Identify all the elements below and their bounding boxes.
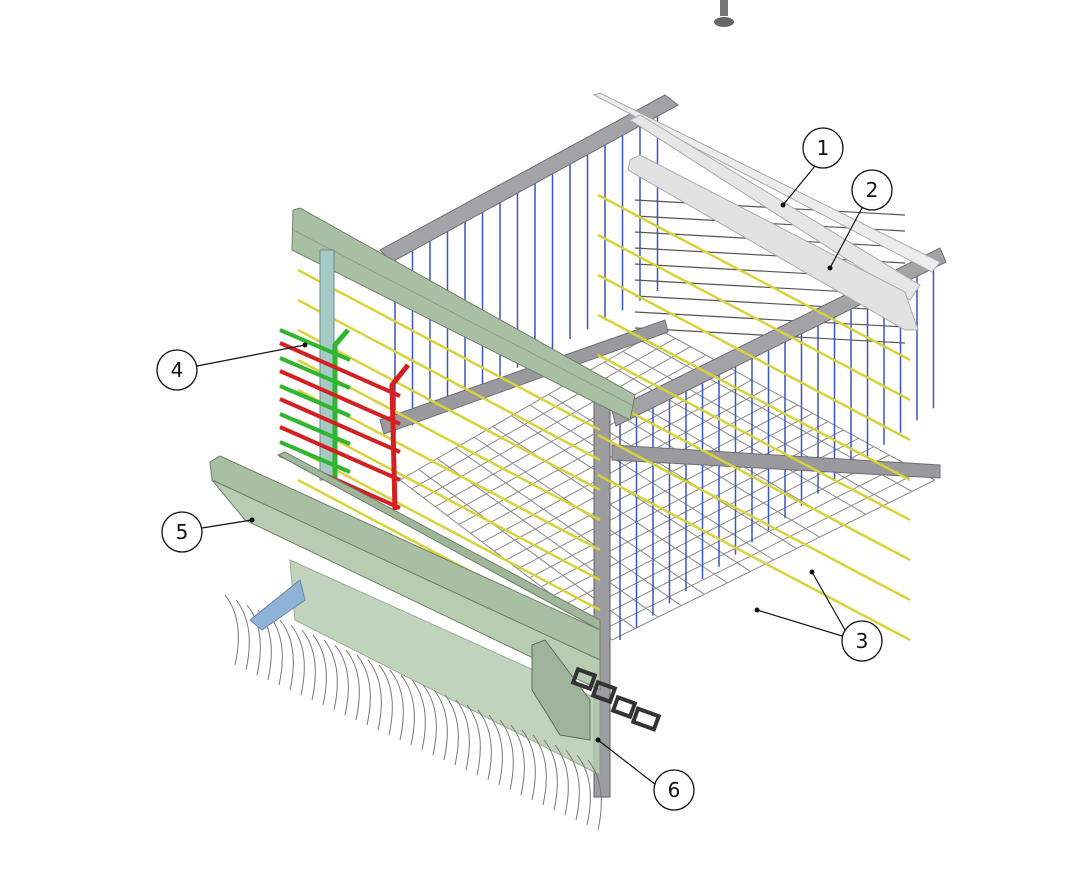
tray-wire [433,689,448,761]
door-bar [279,425,401,482]
tray-wire [334,644,349,716]
door-bar [279,384,351,418]
callout-5: 5 [161,511,203,553]
floor-wire [470,379,752,534]
floor-wire [599,471,920,632]
floor-wire [399,329,661,481]
door-bar [279,369,401,426]
tray-wire [466,704,481,776]
tray-wire [290,624,305,696]
tray-wire [576,754,591,826]
tray-wire [444,694,459,766]
tray-wire [521,729,536,801]
rod [597,393,911,562]
tray-wire [422,684,437,756]
tray-wire [565,749,580,821]
foot-part [714,0,734,27]
rod [597,273,911,442]
rod [297,418,601,582]
rod [597,433,911,602]
tray-wire [378,664,393,736]
tray-wire [499,719,514,791]
tray-wire [543,739,558,811]
bracket-part-6 [531,639,662,741]
floor-wire [611,479,936,641]
tray-wire [301,629,316,701]
tray-wire [587,759,602,831]
door-bar [279,397,401,454]
rod [297,268,601,432]
bottom-back-beam [379,319,669,435]
tray-wire [455,699,470,771]
floor-wire [517,412,814,570]
yellow-rods [297,193,911,642]
svg-text:6: 6 [668,778,681,802]
svg-text:2: 2 [866,178,879,202]
tray-wire [389,669,404,741]
svg-text:1: 1 [817,136,830,160]
tray-wire [235,599,250,671]
floor-wire [423,346,691,499]
partition-wire [634,311,906,328]
tray-wire [477,709,492,781]
tray-wire [400,674,415,746]
svg-text:4: 4 [171,358,184,382]
svg-text:5: 5 [176,520,189,544]
floor-wire [411,337,676,490]
leader-lines [196,165,863,786]
rail-2 [627,154,919,331]
tray-wire [411,679,426,751]
tray-wire [312,634,327,706]
feeder-door [279,328,410,511]
tray-wire [224,594,239,666]
rod [597,473,911,642]
tray-wire [345,649,360,721]
partition-wire [634,295,906,312]
rod [597,233,911,402]
floor-wire [435,354,707,508]
tray-wire [367,659,382,731]
door-bar [279,341,401,398]
floor-wire [529,421,829,579]
rod [297,298,601,462]
callout-2: 2 [851,169,893,211]
rod [297,448,601,612]
floor-wire [493,396,783,552]
rail-1 [592,92,941,273]
rod [597,193,911,362]
callout-4: 4 [156,349,198,391]
door-bar [279,412,351,446]
callout-3: 3 [841,620,883,662]
rod [597,313,911,482]
top-rails [592,92,941,331]
tray-wire [323,639,338,711]
floor-wire [576,454,890,614]
tray-wire [532,734,547,806]
floor-wire [505,404,798,561]
tray-wire [279,619,294,691]
rod [297,328,601,492]
door-bar [279,356,351,390]
tray-wire [246,604,261,676]
tray-wire [510,724,525,796]
bottom-right-beam [611,444,941,479]
callout-1: 1 [802,127,844,169]
svg-text:3: 3 [856,629,869,653]
tray-bracket [249,579,306,631]
tray-wire [488,714,503,786]
callout-6: 6 [653,769,695,811]
door-bar [279,328,351,362]
door-bar [279,440,351,474]
rod [597,353,911,522]
tray-wire [554,744,569,816]
tray-wire [356,654,371,726]
rail-1b [628,114,921,301]
